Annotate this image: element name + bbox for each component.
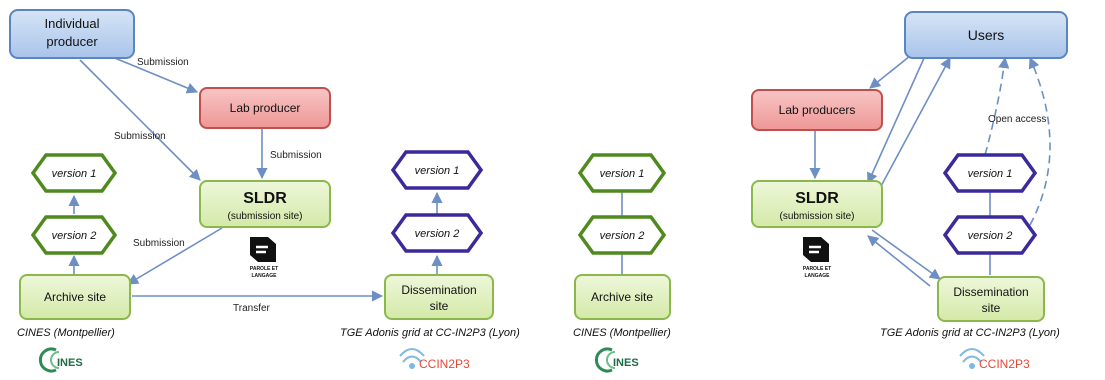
edge-individual-to-sldr — [79, 59, 201, 181]
archive-version1-label: version 1 — [52, 168, 97, 180]
archive-site-node: Archive site — [19, 274, 131, 320]
edge-individual-to-lab — [109, 55, 199, 94]
edge-label-transfer: Transfer — [233, 303, 271, 314]
users-node: Users — [904, 11, 1068, 59]
ccin2p3-logo-right: CCIN2P3 — [959, 348, 1030, 371]
lab-producer-label: Lab producer — [230, 101, 301, 115]
ccin2p3-logo-right-text: CCIN2P3 — [979, 357, 1030, 371]
sldr-node: SLDR (submission site) — [199, 180, 331, 228]
individual-producer-node: Individual producer — [9, 9, 135, 59]
ccin2p3-logo-left-text: CCIN2P3 — [419, 357, 470, 371]
caption-tge-left: TGE Adonis grid at CC-IN2P3 (Lyon) — [340, 327, 520, 339]
right-version2-label: version 2 — [968, 230, 1013, 242]
middle-version1-label: version 1 — [600, 168, 645, 180]
edge-users-to-labproducers — [869, 55, 911, 89]
parole-logo-text-1: PAROLE ET — [250, 266, 278, 272]
individual-producer-label-2: producer — [46, 34, 98, 49]
right-version1-node: version 1 — [942, 153, 1038, 193]
cines-logo-left: INES — [38, 347, 83, 373]
cines-logo-left-text: INES — [57, 357, 83, 369]
edge-sldr-to-users — [879, 57, 951, 189]
archive-version1-node: version 1 — [30, 153, 118, 193]
middle-version2-node: version 2 — [577, 215, 667, 255]
dissemination-site-node: Dissemination site — [384, 274, 494, 320]
middle-archive-site-node: Archive site — [574, 274, 671, 320]
caption-cines-middle: CINES (Montpellier) — [573, 327, 671, 339]
lab-producers-label: Lab producers — [779, 103, 856, 117]
right-dissemination-label-2: site — [982, 301, 1001, 315]
sldr-subtitle: (submission site) — [227, 211, 302, 222]
edge-sldr-to-archive — [127, 227, 223, 285]
lab-producers-node: Lab producers — [751, 89, 883, 131]
edge-sldr-to-dissem — [871, 229, 941, 280]
middle-archive-site-label: Archive site — [591, 290, 653, 304]
dissem-version2-label: version 2 — [415, 228, 460, 240]
open-access-label: Open access — [988, 114, 1046, 125]
left-edges — [68, 55, 443, 302]
archive-version2-label: version 2 — [52, 230, 97, 242]
right-sldr-node: SLDR (submission site) — [751, 180, 883, 228]
middle-version1-node: version 1 — [577, 153, 667, 193]
cines-logo-middle: INES — [594, 347, 639, 373]
lab-producer-node: Lab producer — [199, 87, 331, 129]
users-label: Users — [968, 27, 1005, 43]
right-dissemination-label-1: Dissemination — [953, 285, 1028, 299]
edge-label-submission-top: Submission — [137, 57, 189, 68]
dissem-version1-label: version 1 — [415, 165, 460, 177]
dissem-version1-node: version 1 — [390, 150, 484, 190]
edge-dissem-to-sldr — [867, 235, 931, 287]
dissemination-label-2: site — [430, 299, 449, 313]
right-edges — [809, 55, 1051, 287]
open-access-arrow-1 — [984, 56, 1010, 156]
edge-label-submission-archive: Submission — [133, 238, 185, 249]
cines-logo-middle-text: INES — [613, 357, 639, 369]
parole-logo-text-2: LANGAGE — [252, 273, 278, 279]
right-version1-label: version 1 — [968, 168, 1013, 180]
middle-version2-label: version 2 — [600, 230, 645, 242]
ccin2p3-logo-left: CCIN2P3 — [399, 348, 470, 371]
right-sldr-title: SLDR — [795, 190, 839, 207]
caption-cines-left: CINES (Montpellier) — [17, 327, 115, 339]
dissemination-label-1: Dissemination — [401, 283, 476, 297]
right-version2-node: version 2 — [942, 215, 1038, 255]
parole-et-langage-logo-right: PAROLE ET LANGAGE — [803, 237, 831, 279]
edge-users-to-sldr — [867, 55, 926, 185]
open-access-arrow-2 — [1028, 56, 1051, 226]
sldr-title: SLDR — [243, 190, 287, 207]
archive-site-label: Archive site — [44, 290, 106, 304]
individual-producer-label-1: Individual — [45, 16, 100, 31]
dissem-version2-node: version 2 — [390, 213, 484, 253]
parole-logo-right-text-2: LANGAGE — [805, 273, 831, 279]
right-sldr-subtitle: (submission site) — [779, 211, 854, 222]
parole-logo-right-text-1: PAROLE ET — [803, 266, 831, 272]
caption-tge-right: TGE Adonis grid at CC-IN2P3 (Lyon) — [880, 327, 1060, 339]
parole-et-langage-logo-left: PAROLE ET LANGAGE — [250, 237, 278, 279]
edge-label-submission-lab: Submission — [270, 150, 322, 161]
right-dissemination-node: Dissemination site — [937, 276, 1045, 322]
edge-label-submission-left: Submission — [114, 131, 166, 142]
archive-version2-node: version 2 — [30, 215, 118, 255]
